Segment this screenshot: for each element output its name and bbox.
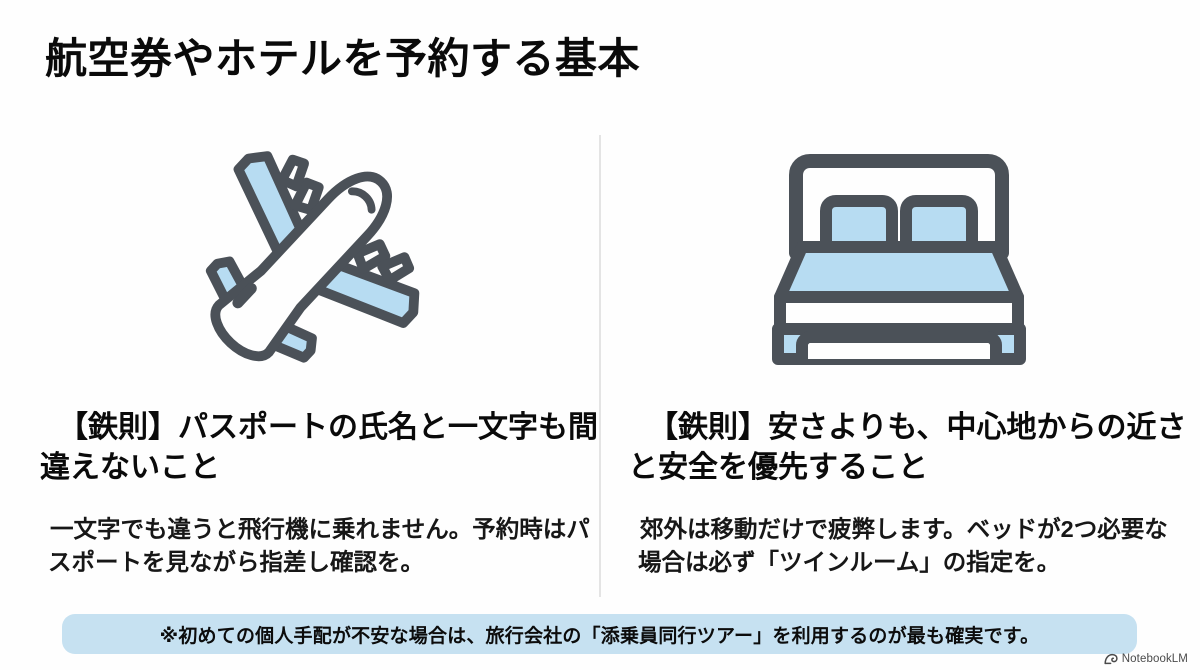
bed-icon [772, 154, 1026, 365]
rule-body-flight: 一文字でも違うと飛行機に乗れません。予約時はパスポートを見ながら指差し確認を。 [48, 516, 590, 576]
footer-note-banner: ※初めての個人手配が不安な場合は、旅行会社の「添乗員同行ツアー」を利用するのが最… [62, 614, 1137, 654]
column-flight: 【鉄則】パスポートの氏名と一文字も間違えないこと 一文字でも違うと飛行機に乗れま… [40, 120, 600, 600]
airplane-icon [205, 150, 420, 363]
notebooklm-watermark-label: NotebookLM [1121, 653, 1188, 665]
bed-icon-wrap [628, 120, 1188, 400]
airplane-icon-wrap [40, 120, 600, 400]
rule-heading-hotel: 【鉄則】安さよりも、中心地からの近さと安全を優先すること [628, 411, 1187, 484]
footer-note-text: ※初めての個人手配が不安な場合は、旅行会社の「添乗員同行ツアー」を利用するのが最… [159, 625, 1040, 647]
two-column-content: 【鉄則】パスポートの氏名と一文字も間違えないこと 一文字でも違うと飛行機に乗れま… [0, 120, 1200, 600]
page-title: 航空券やホテルを予約する基本 [45, 35, 641, 82]
notebooklm-watermark: NotebookLM [1104, 653, 1188, 665]
rule-body-hotel: 郊外は移動だけで疲弊します。ベッドが2つ必要な場合は必ず「ツインルーム」の指定を… [638, 516, 1168, 576]
notebooklm-logo-icon [1104, 653, 1118, 665]
rule-heading-flight: 【鉄則】パスポートの氏名と一文字も間違えないこと [40, 411, 598, 484]
column-hotel: 【鉄則】安さよりも、中心地からの近さと安全を優先すること 郊外は移動だけで疲弊し… [628, 120, 1188, 600]
column-divider [599, 135, 601, 597]
